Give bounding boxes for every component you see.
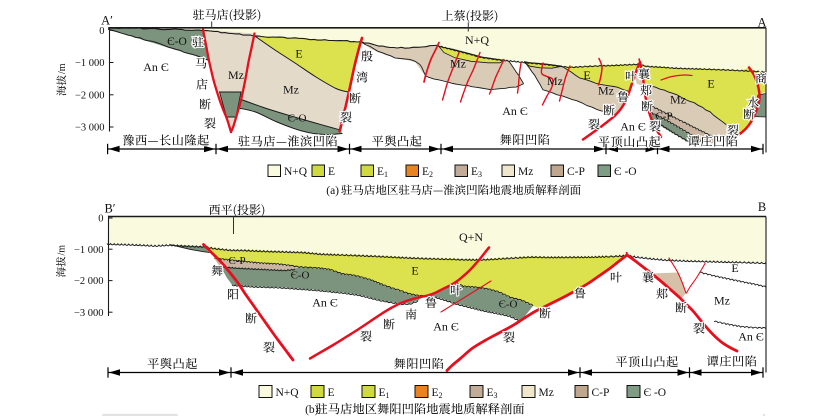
- svg-text:Є-O: Є-O: [288, 113, 307, 125]
- svg-text:B′: B′: [104, 202, 115, 216]
- svg-text:N+Q: N+Q: [465, 33, 489, 47]
- svg-text:An Є: An Є: [620, 120, 646, 134]
- svg-text:An Є: An Є: [143, 60, 169, 74]
- svg-text:−1 000: −1 000: [75, 58, 105, 69]
- svg-text:Mz: Mz: [714, 294, 730, 308]
- svg-text:E: E: [583, 68, 590, 82]
- svg-text:N+Q: N+Q: [276, 387, 300, 399]
- svg-text:An Є: An Є: [312, 296, 338, 310]
- svg-text:E1: E1: [379, 387, 390, 400]
- svg-text:E: E: [295, 47, 302, 61]
- svg-text:An Є: An Є: [433, 320, 459, 334]
- svg-text:E2: E2: [432, 387, 443, 400]
- svg-text:E: E: [328, 166, 335, 178]
- svg-text:E: E: [328, 387, 335, 399]
- svg-text:Q+N: Q+N: [459, 230, 483, 244]
- svg-text:A′: A′: [101, 14, 113, 28]
- svg-text:Mz: Mz: [670, 93, 686, 107]
- svg-text:E3: E3: [471, 166, 482, 179]
- svg-text:Є-O: Є-O: [499, 299, 518, 311]
- svg-text:Mz: Mz: [598, 84, 614, 98]
- svg-text:(a): (a): [326, 185, 339, 197]
- svg-text:A: A: [757, 16, 766, 30]
- svg-text:E1: E1: [377, 166, 388, 179]
- svg-text:(b): (b): [305, 404, 319, 416]
- svg-text:An Є: An Є: [502, 104, 528, 118]
- svg-text:0: 0: [99, 26, 104, 37]
- svg-text:Є -O: Є -O: [644, 387, 667, 399]
- svg-text:C-P: C-P: [567, 166, 585, 178]
- svg-text:E: E: [731, 261, 738, 275]
- svg-text:/m: /m: [56, 245, 67, 256]
- svg-text:Mz: Mz: [283, 83, 299, 97]
- svg-text:Mz: Mz: [547, 74, 563, 88]
- svg-text:Mz: Mz: [450, 57, 466, 71]
- svg-text:Mz: Mz: [228, 68, 244, 82]
- svg-text:E3: E3: [487, 387, 498, 400]
- svg-text:E: E: [707, 77, 714, 91]
- svg-text:E2: E2: [422, 166, 433, 179]
- svg-text:B: B: [758, 200, 766, 214]
- svg-text:0: 0: [98, 214, 103, 225]
- svg-text:−3 000: −3 000: [74, 308, 104, 319]
- svg-text:Є-O: Є-O: [291, 270, 310, 282]
- svg-text:Є -O: Є -O: [614, 166, 637, 178]
- svg-text:Є-O: Є-O: [167, 36, 187, 48]
- svg-text:Mz: Mz: [518, 166, 533, 178]
- svg-text:An Є: An Є: [738, 330, 764, 344]
- svg-text:Mz: Mz: [539, 387, 554, 399]
- svg-text:C-P: C-P: [655, 111, 672, 123]
- svg-text:/m: /m: [57, 63, 68, 74]
- svg-text:−3 000: −3 000: [75, 123, 105, 134]
- svg-text:E: E: [411, 264, 418, 278]
- svg-text:N+Q: N+Q: [284, 166, 308, 178]
- svg-text:C-P: C-P: [592, 387, 610, 399]
- svg-text:−2 000: −2 000: [74, 276, 104, 287]
- svg-text:C-P: C-P: [228, 255, 245, 267]
- svg-text:−2 000: −2 000: [75, 90, 105, 101]
- svg-text:−1 000: −1 000: [74, 245, 104, 256]
